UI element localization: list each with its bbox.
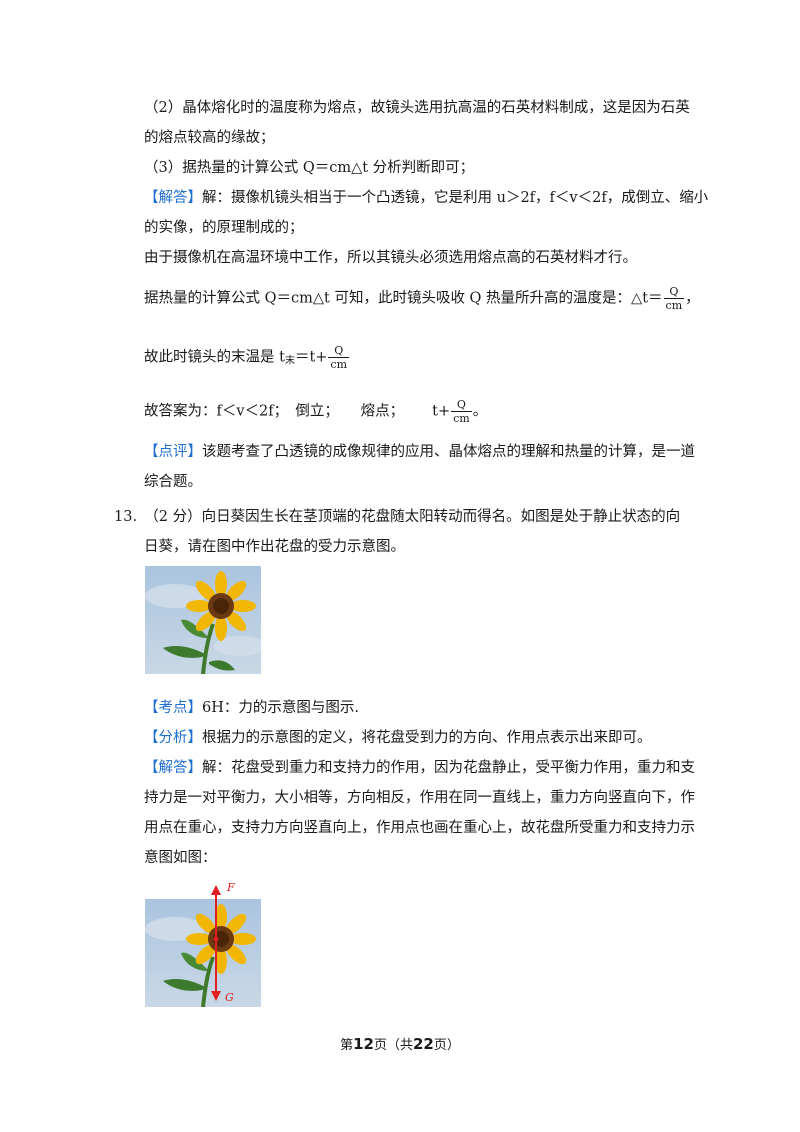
text-line: 据热量的计算公式 Q＝cm△t 可知，此时镜头吸收 Q 热量所升高的温度是：△t… — [144, 285, 700, 312]
comment-tag: 【点评】 — [144, 444, 202, 460]
text-line: 【点评】该题考查了凸透镜的成像规律的应用、晶体熔点的理解和热量的计算，是一道 — [144, 444, 695, 460]
page-number: 12 — [353, 1035, 374, 1053]
force-label-f: F — [227, 881, 235, 894]
text-line: （2）晶体熔化时的温度称为熔点，故镜头选用抗高温的石英材料制成，这是因为石英 — [144, 100, 690, 116]
force-label-g: G — [225, 991, 234, 1004]
question-title: 13. （2 分）向日葵因生长在茎顶端的花盘随太阳转动而得名。如图是处于静止状态… — [114, 509, 681, 525]
center-of-gravity-dot — [213, 936, 219, 942]
text-line: 【考点】6H：力的示意图与图示. — [144, 700, 359, 716]
page-total: 22 — [413, 1035, 434, 1053]
text-line: 意图如图： — [144, 850, 217, 866]
text-line: 【分析】根据力的示意图的定义，将花盘受到力的方向、作用点表示出来即可。 — [144, 730, 652, 746]
arrow-down-icon — [211, 991, 221, 1001]
force-diagram-figure: F G — [145, 881, 261, 1007]
text-line: 持力是一对平衡力，大小相等，方向相反，作用在同一直线上，重力方向竖直向下，作 — [144, 790, 695, 806]
answer-tag: 【解答】 — [144, 760, 202, 776]
text-line: 【解答】解：摄像机镜头相当于一个凸透镜，它是利用 u＞2f，f＜v＜2f，成倒立… — [144, 190, 709, 206]
text-line: 的熔点较高的缘故； — [144, 130, 275, 146]
knowledge-point-tag: 【考点】 — [144, 700, 202, 716]
text-line: 综合题。 — [144, 474, 202, 490]
text-line: 由于摄像机在高温环境中工作，所以其镜头必须选用熔点高的石英材料才行。 — [144, 250, 637, 266]
text-line: 【解答】解：花盘受到重力和支持力的作用，因为花盘静止，受平衡力作用，重力和支 — [144, 760, 695, 776]
sunflower-image — [145, 566, 261, 674]
text-line: 的实像，的原理制成的； — [144, 220, 304, 236]
text-line: （3）据热量的计算公式 Q＝cm△t 分析判断即可； — [144, 160, 475, 176]
analysis-tag: 【分析】 — [144, 730, 202, 746]
arrow-up-icon — [211, 885, 221, 895]
page-footer: 第12页（共22页） — [340, 1035, 460, 1053]
answer-tag: 【解答】 — [144, 190, 202, 206]
text-line: 日葵，请在图中作出花盘的受力示意图。 — [144, 539, 405, 555]
text-line: 用点在重心，支持力方向竖直向上，作用点也画在重心上，故花盘所受重力和支持力示 — [144, 820, 695, 836]
